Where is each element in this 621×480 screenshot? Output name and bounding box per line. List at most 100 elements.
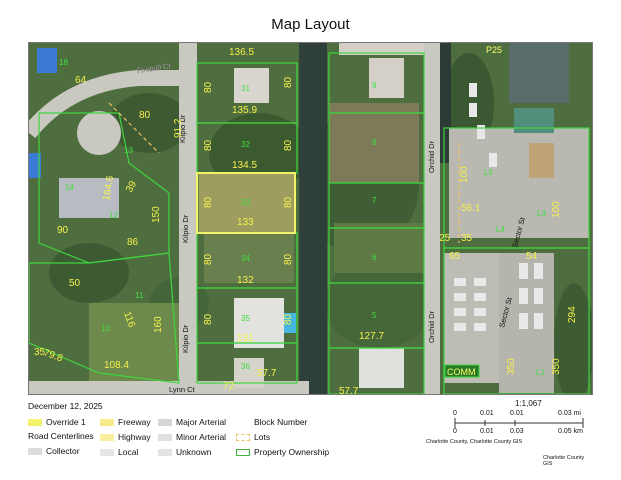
freeway-swatch	[100, 418, 114, 426]
lot-line	[108, 102, 160, 154]
legend-road-centerlines: Road Centerlines	[28, 431, 94, 441]
scale-km-3: 0.05 km	[558, 428, 583, 435]
comm-badge-bg	[444, 364, 480, 378]
block-number: 14	[65, 183, 74, 192]
dimension-label: 80	[203, 313, 214, 325]
dimension-label: 350	[551, 358, 562, 375]
scale-mi-3: 0.03 mi	[558, 410, 581, 417]
dimension-label: 56.1	[461, 203, 481, 214]
parked-vehicles	[454, 83, 543, 331]
block-number: 5	[372, 311, 377, 320]
legend-local: Local	[100, 447, 138, 457]
legend-collector-label: Collector	[46, 446, 80, 456]
scale-mi-1: 0.01	[480, 410, 494, 417]
dimension-label: 35	[461, 233, 473, 244]
block-number: 9	[372, 81, 377, 90]
dimension-label: 80	[283, 253, 294, 265]
override-swatch	[28, 418, 42, 426]
dimension-label: 80	[203, 81, 214, 93]
dimension-label: 57.7	[339, 386, 359, 394]
block-number: 7	[372, 196, 377, 205]
block-number: 36	[241, 362, 250, 371]
map-view[interactable]: P25 COMM Fireball Ct Kilpio Dr Kilpio Dr…	[28, 42, 593, 395]
dimension-label: 134.5	[232, 160, 257, 171]
dimension-label: 150	[151, 206, 162, 223]
legend-date: December 12, 2025	[28, 401, 103, 411]
legend-highway-label: Highway	[118, 432, 151, 442]
block-number: 31	[241, 84, 250, 93]
dimension-label: 108.4	[104, 360, 129, 371]
dimension-label: 80	[203, 139, 214, 151]
subject-parcel[interactable]	[196, 172, 296, 234]
scale-graphic	[454, 418, 584, 428]
street-lynn-ct: Lynn Ct	[169, 385, 195, 394]
scale-mi-0: 0	[453, 410, 457, 417]
street-kilpio-dr-3: Kilpio Dr	[181, 324, 190, 353]
dimension-label: 160	[153, 316, 164, 333]
dimension-label: 35	[34, 347, 46, 358]
highway-swatch	[100, 433, 114, 441]
block-number: 11	[135, 291, 144, 300]
legend-local-label: Local	[118, 447, 139, 457]
dimension-label: 25	[439, 233, 451, 244]
dimension-label: 136.5	[229, 47, 254, 58]
legend-lots-label: Lots	[254, 432, 271, 442]
block-number: 8	[372, 138, 377, 147]
block-number: 33	[241, 198, 250, 207]
dimension-label: 133	[237, 217, 254, 228]
block-number: L4	[496, 225, 505, 234]
block-number: L5	[484, 168, 493, 177]
dimension-label: 132	[237, 275, 254, 286]
dimension-label: 65	[449, 251, 461, 262]
unknown-swatch	[158, 448, 172, 456]
street-kilpio-dr-1: Kilpio Dr	[178, 114, 187, 143]
legend-minor-arterial-label: Minor Arterial	[176, 432, 227, 442]
legend-unknown: Unknown	[158, 447, 211, 457]
badge-bg	[484, 43, 506, 55]
legend-property-ownership: Property Ownership	[236, 447, 329, 457]
dimension-label: 64	[75, 75, 87, 86]
dimension-label: 100	[459, 166, 470, 183]
map-legend: December 12, 2025 Override 1 Road Center…	[28, 397, 591, 477]
legend-minor-arterial: Minor Arterial	[158, 432, 226, 442]
dimension-label: 164.6	[101, 175, 116, 202]
dimension-label: 57.7	[257, 368, 277, 379]
block-number: 32	[241, 140, 250, 149]
aerial-map[interactable]: P25 COMM Fireball Ct Kilpio Dr Kilpio Dr…	[29, 43, 592, 394]
legend-override: Override 1	[28, 417, 86, 427]
dimension-label: 294	[567, 306, 578, 323]
scale-km-1: 0.01	[480, 428, 494, 435]
map-title: Map Layout	[271, 16, 350, 33]
legend-collector: Collector	[28, 446, 80, 456]
legend-major-arterial: Major Arterial	[158, 417, 226, 427]
dimension-label: 350	[506, 358, 517, 375]
block-number: L3	[537, 209, 546, 218]
dimension-label: 80	[203, 196, 214, 208]
block-number: 12	[109, 211, 118, 220]
dimension-label: 72	[223, 381, 235, 392]
dimension-label: 54	[526, 251, 538, 262]
vegetation	[49, 53, 592, 394]
dimension-label: 90	[57, 225, 69, 236]
scale-km-2: 0.03	[510, 428, 524, 435]
dimension-label: 80	[139, 110, 151, 121]
dimension-label: 86	[127, 237, 139, 248]
dimension-label: 116	[121, 310, 137, 329]
block-number: 13	[124, 146, 133, 155]
legend-block-number-label: Block Number	[254, 417, 308, 427]
scale-credit-right: Charlotte County GIS	[543, 455, 585, 467]
dimension-label: 80	[203, 253, 214, 265]
canals	[299, 43, 451, 394]
dimension-label: 50	[69, 278, 81, 289]
collector-swatch	[28, 447, 42, 455]
scale-km-0: 0	[453, 428, 457, 435]
legend-freeway: Freeway	[100, 417, 151, 427]
legend-freeway-label: Freeway	[118, 417, 151, 427]
dimension-label: 80	[283, 139, 294, 151]
legend-major-arterial-label: Major Arterial	[176, 417, 227, 427]
block-number: L1	[536, 368, 545, 377]
block-number: 34	[241, 254, 250, 263]
legend-lots: Lots	[236, 432, 270, 442]
block-number: 10	[101, 324, 110, 333]
street-kilpio-dr-2: Kilpio Dr	[181, 214, 190, 243]
